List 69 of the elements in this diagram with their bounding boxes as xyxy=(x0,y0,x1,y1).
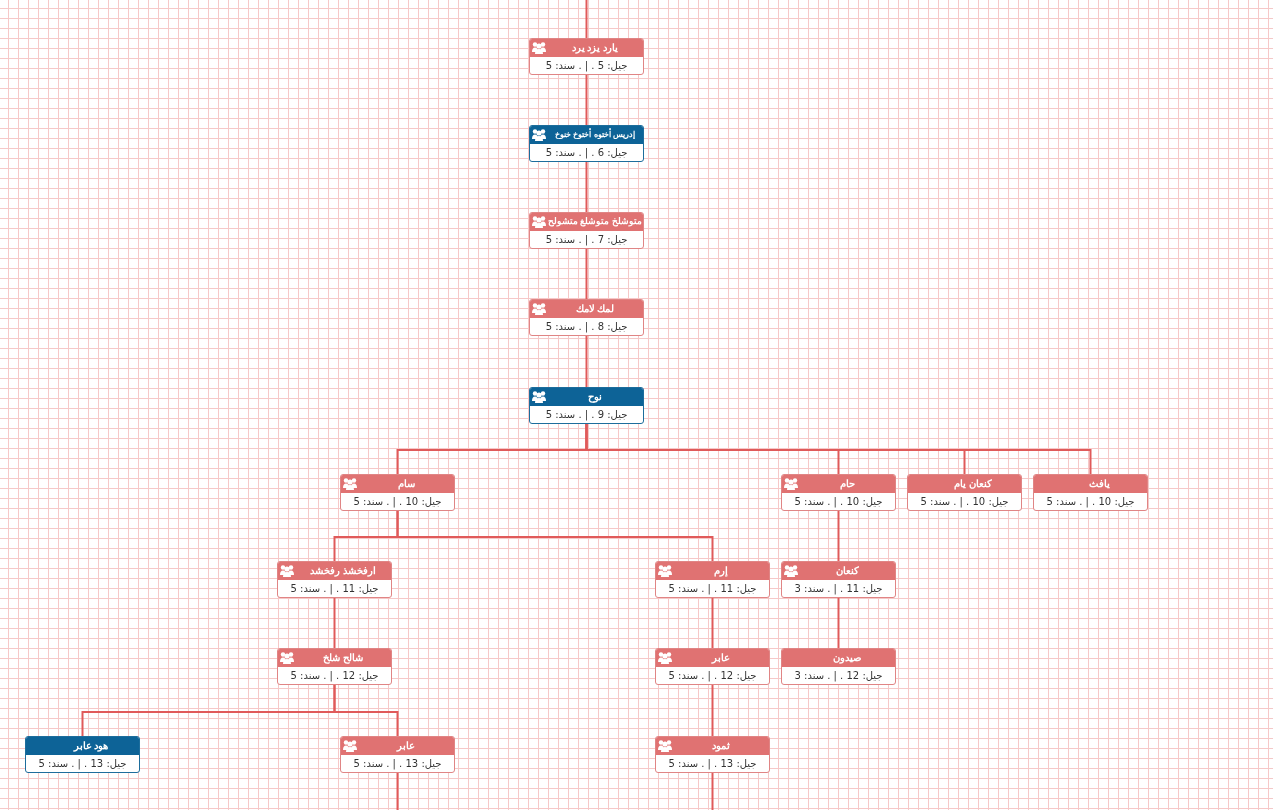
generation-info: جيل: 5 . | . سند: 5 xyxy=(544,60,629,72)
person-name: حام xyxy=(838,477,856,490)
generation-info: جيل: 13 . | . سند: 5 xyxy=(667,758,758,770)
person-card xyxy=(25,736,140,773)
generation-info: جيل: 10 . | . سند: 5 xyxy=(919,496,1010,508)
person-card xyxy=(529,387,644,424)
person-card xyxy=(1033,474,1148,511)
connector-line xyxy=(585,161,588,213)
generation-info: جيل: 10 . | . سند: 5 xyxy=(1045,496,1136,508)
connector-line xyxy=(585,248,588,300)
person-name: متوشلخ متوشلغ متشولح xyxy=(548,215,642,228)
connector-line xyxy=(837,597,840,649)
generation-info: جيل: 12 . | . سند: 5 xyxy=(667,670,758,682)
connector-line xyxy=(711,597,714,649)
connector-line xyxy=(711,684,714,737)
person-card xyxy=(655,736,770,773)
generation-info: جيل: 6 . | . سند: 5 xyxy=(544,147,629,159)
person-name: يافث xyxy=(1087,477,1111,490)
person-name: سام xyxy=(396,477,416,490)
person-name: صيدون xyxy=(832,651,862,664)
generation-info: جيل: 10 . | . سند: 5 xyxy=(352,496,443,508)
generation-info: جيل: 10 . | . سند: 5 xyxy=(793,496,884,508)
person-name: كنعان يام xyxy=(953,477,993,490)
person-name: يارد يزد يرد xyxy=(570,41,620,54)
person-card xyxy=(781,561,896,598)
generation-info: جيل: 11 . | . سند: 5 xyxy=(667,583,758,595)
connector-line xyxy=(396,772,399,810)
generation-info: جيل: 8 . | . سند: 5 xyxy=(544,321,629,333)
person-name: هود عابر xyxy=(72,739,110,752)
person-card xyxy=(529,38,644,75)
person-name: إرم xyxy=(713,564,729,577)
person-card xyxy=(529,125,644,162)
person-card xyxy=(655,648,770,685)
person-card xyxy=(277,648,392,685)
person-name: ثمود xyxy=(711,739,731,752)
connector-line xyxy=(711,772,714,810)
person-card xyxy=(655,561,770,598)
connector-line xyxy=(333,597,336,649)
generation-info: جيل: 13 . | . سند: 5 xyxy=(352,758,443,770)
connector-line xyxy=(396,510,714,562)
connector-line xyxy=(585,74,588,126)
person-name: كنعان xyxy=(834,564,860,577)
person-card xyxy=(781,648,896,685)
person-name: شالح شلخ xyxy=(322,651,364,664)
generation-info: جيل: 12 . | . سند: 5 xyxy=(289,670,380,682)
person-name: إدريس أختوه أختوخ خنوخ xyxy=(554,128,636,141)
person-card xyxy=(277,561,392,598)
connector-line xyxy=(837,510,840,562)
person-card xyxy=(340,736,455,773)
generation-info: جيل: 7 . | . سند: 5 xyxy=(544,234,629,246)
person-name: نوح xyxy=(587,390,603,403)
connector-line xyxy=(585,0,588,39)
person-name: ارفخشذ رفخشد xyxy=(309,564,377,577)
person-card xyxy=(781,474,896,511)
person-name: لمك لامك xyxy=(574,302,616,315)
connector-line xyxy=(333,684,399,737)
generation-info: جيل: 13 . | . سند: 5 xyxy=(37,758,128,770)
person-card xyxy=(529,212,644,249)
generation-info: جيل: 12 . | . سند: 3 xyxy=(793,670,884,682)
person-card xyxy=(340,474,455,511)
connector-line xyxy=(585,423,1092,475)
person-card xyxy=(907,474,1022,511)
person-card xyxy=(529,299,644,336)
generation-info: جيل: 11 . | . سند: 3 xyxy=(793,583,884,595)
person-name: عابر xyxy=(710,651,731,664)
generation-info: جيل: 11 . | . سند: 5 xyxy=(289,583,380,595)
person-name: عابر xyxy=(395,739,416,752)
generation-info: جيل: 9 . | . سند: 5 xyxy=(544,409,629,421)
connector-line xyxy=(585,335,588,388)
